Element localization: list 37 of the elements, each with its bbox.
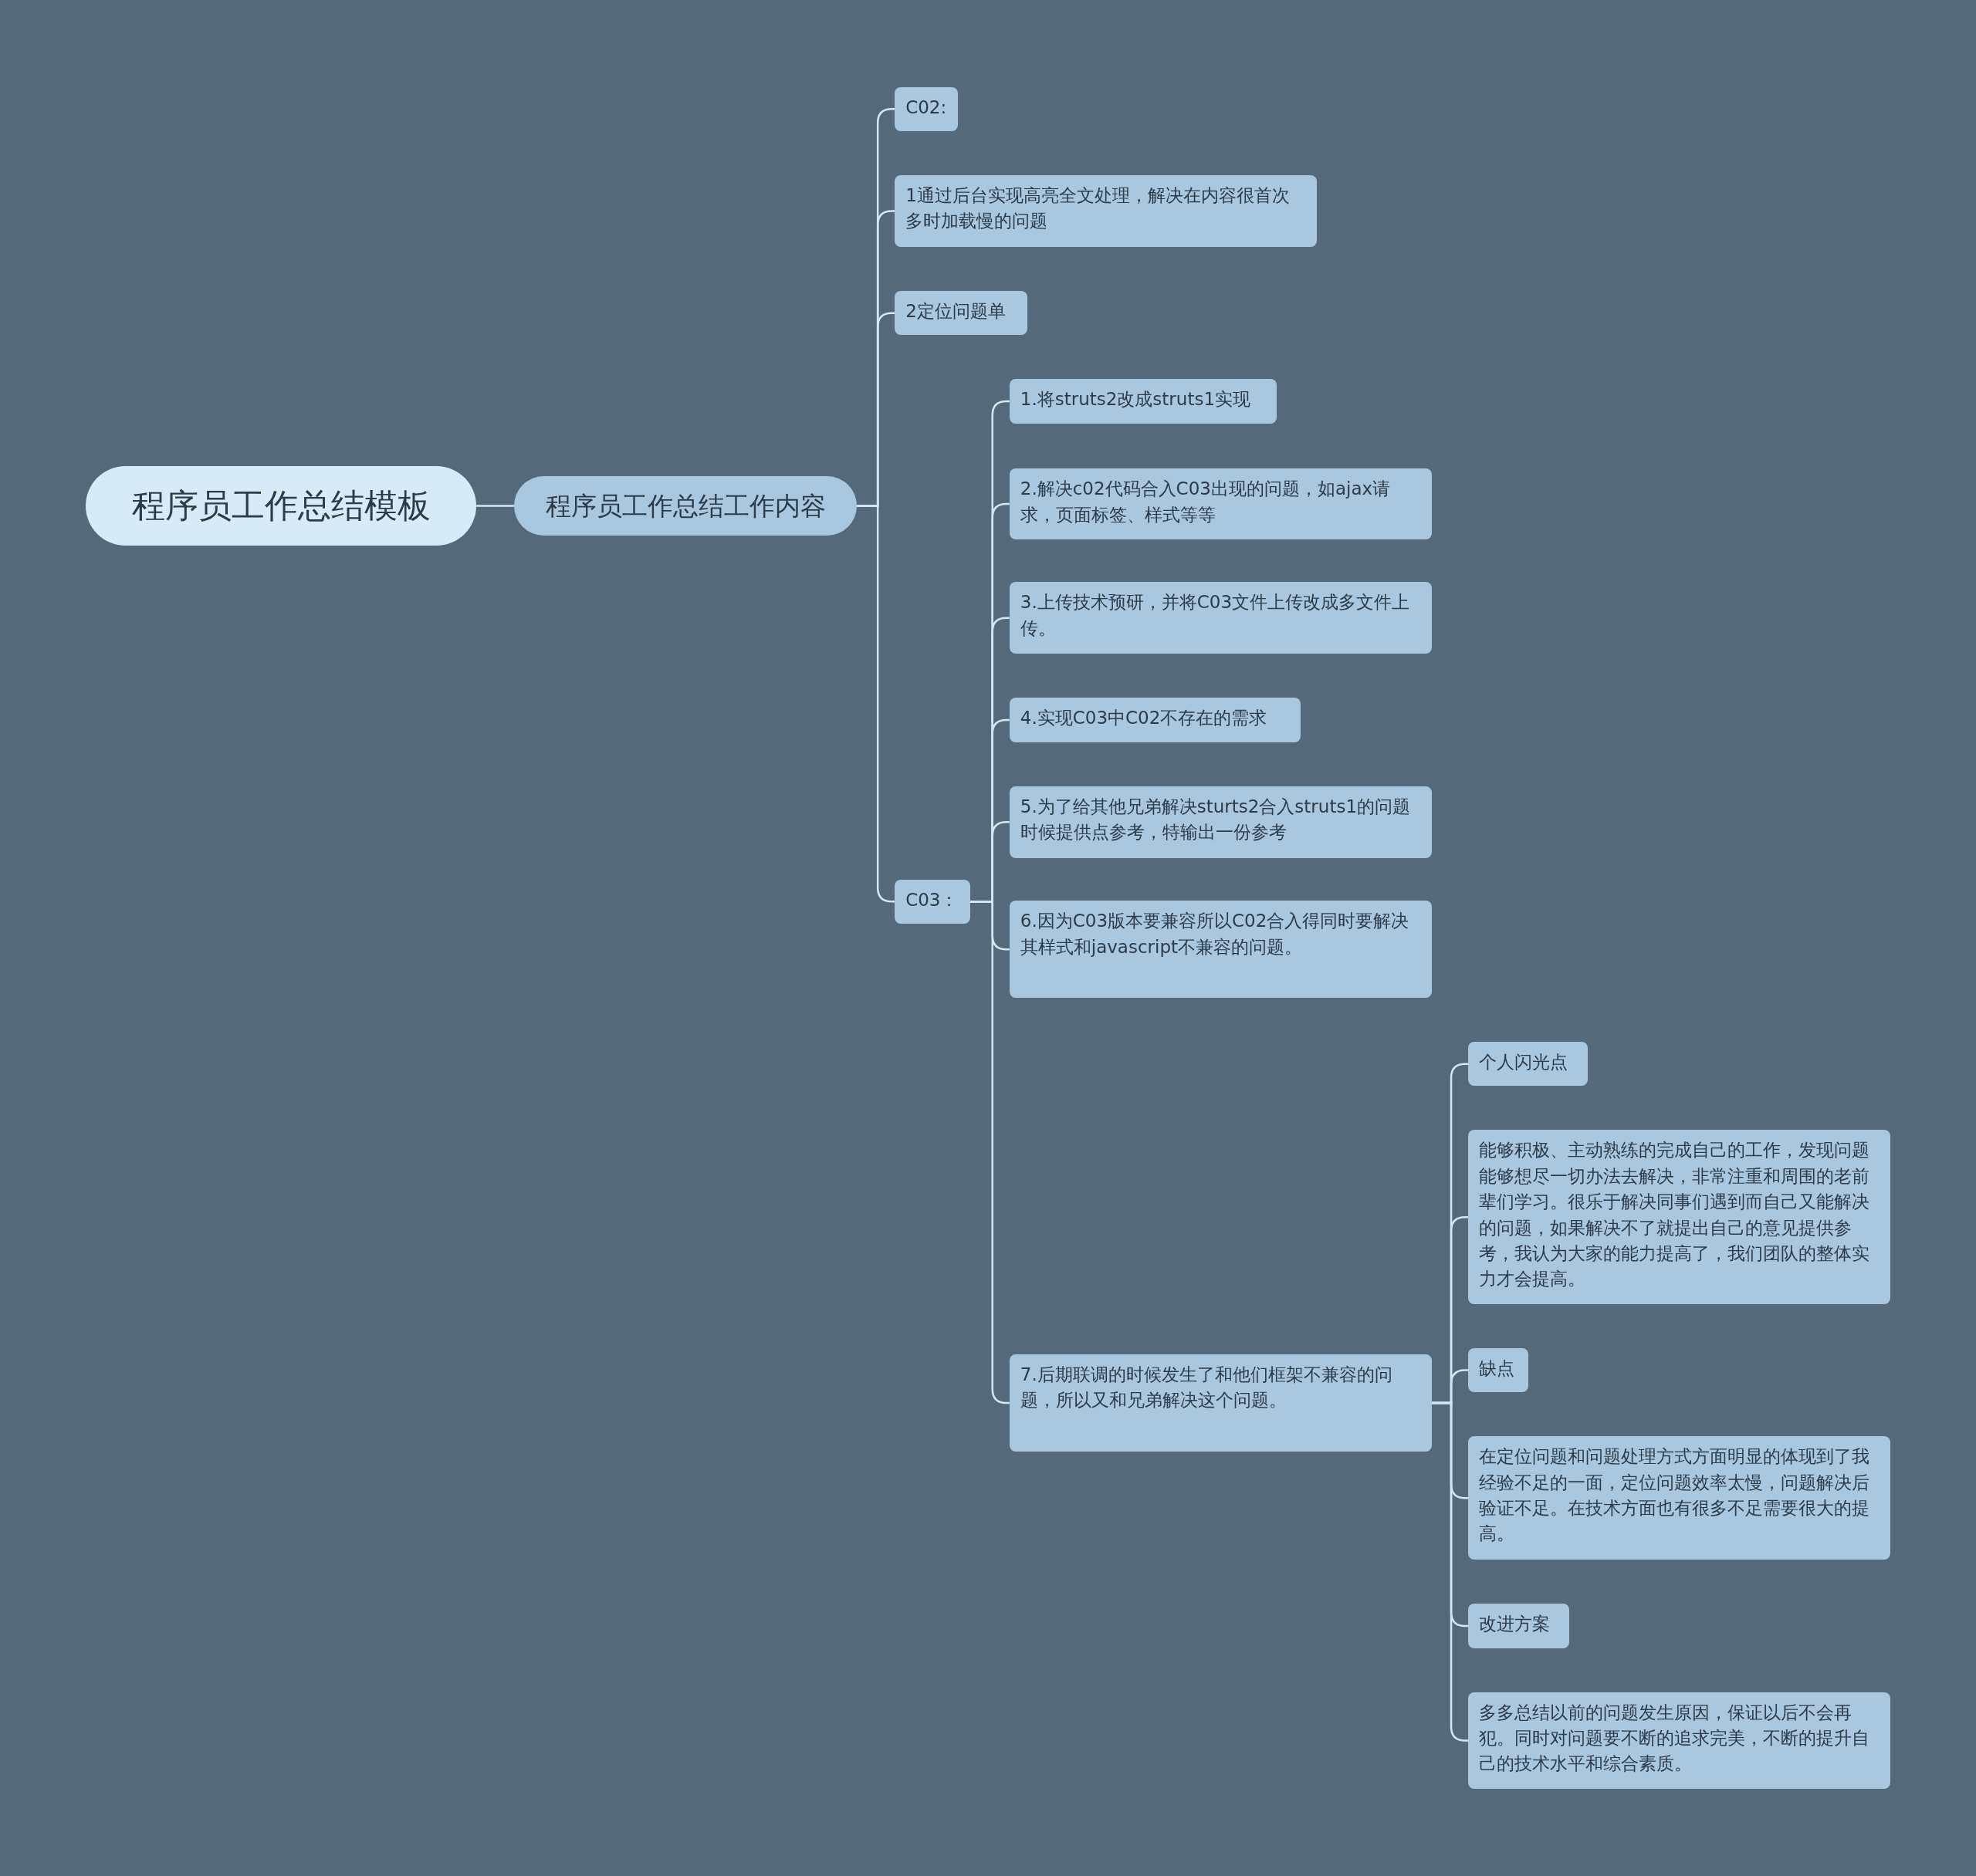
topic-text: 在定位问题和问题处理方式方面明显的体现到了我经验不足的一面，定位问题效率太慢，问题解决后验证不足。在技术方面也有很多不足需要很大的提高。 — [1479, 1445, 1871, 1546]
topic-text: 6.因为C03版本要兼容所以C02合入得同时要解决其样式和javascript不兼容的问题。 — [1020, 910, 1410, 958]
topic-box — [1009, 582, 1432, 654]
topic-text: C03： — [905, 888, 959, 911]
topic-box — [1468, 1692, 1890, 1790]
topic-box — [1009, 1354, 1432, 1452]
connector-line — [476, 505, 515, 507]
topic-box — [1009, 468, 1432, 539]
topic-text: 4.实现C03中C02不存在的需求 — [1020, 707, 1268, 730]
topic-box — [1009, 379, 1277, 424]
topic-box — [1468, 1130, 1890, 1304]
topic-text: 3.上传技术预研，并将C03文件上传改成多文件上传。 — [1020, 591, 1411, 640]
topic-box — [895, 174, 1318, 247]
topic-box — [895, 879, 971, 924]
topic-text: 改进方案 — [1479, 1613, 1551, 1636]
topic-box — [1468, 1042, 1589, 1087]
topic-box — [1009, 786, 1432, 858]
topic-text: 程序员工作总结工作内容 — [545, 489, 826, 522]
topic-box — [1468, 1347, 1529, 1393]
topic-text: 1通过后台实现高亮全文处理，解决在内容很首次多时加载慢的问题 — [905, 184, 1291, 233]
topic-text: C02: — [905, 96, 947, 119]
topic-text: 5.为了给其他兄弟解决sturts2合入struts1的问题时候提供点参考，特输出一份参考 — [1020, 795, 1412, 844]
topic-text: 1.将struts2改成struts1实现 — [1020, 388, 1252, 411]
topic-box — [1468, 1604, 1569, 1648]
topic-text: 2定位问题单 — [905, 300, 1007, 323]
topic-box — [1009, 698, 1301, 742]
topic-text: 缺点 — [1479, 1357, 1516, 1380]
topic-box — [895, 291, 1027, 336]
topic-text: 多多总结以前的问题发生原因，保证以后不会再犯。同时对问题要不断的追求完美，不断的提升自己的技术水平和综合素质。 — [1479, 1701, 1871, 1776]
topic-box — [895, 86, 958, 131]
topic-text: 个人闪光点 — [1479, 1051, 1569, 1074]
topic-text: 能够积极、主动熟练的完成自己的工作，发现问题能够想尽一切办法去解决，非常注重和周围的老前辈们学习。很乐于解决同事们遇到而自己又能解决的问题，如果解决不了就提出自己的意见提供参考，我认为大家的能力提高了，我们团队的整体实力才会提高。 — [1479, 1139, 1871, 1291]
topic-text: 7.后期联调的时候发生了和他们框架不兼容的问题，所以又和兄弟解决这个问题。 — [1020, 1364, 1393, 1412]
topic-text: 程序员工作总结模板 — [131, 485, 431, 527]
topic-text: 2.解决c02代码合入C03出现的问题，如ajax请求，页面标签、样式等等 — [1020, 478, 1392, 526]
topic-box — [1009, 901, 1432, 999]
topic-box — [1468, 1436, 1890, 1560]
